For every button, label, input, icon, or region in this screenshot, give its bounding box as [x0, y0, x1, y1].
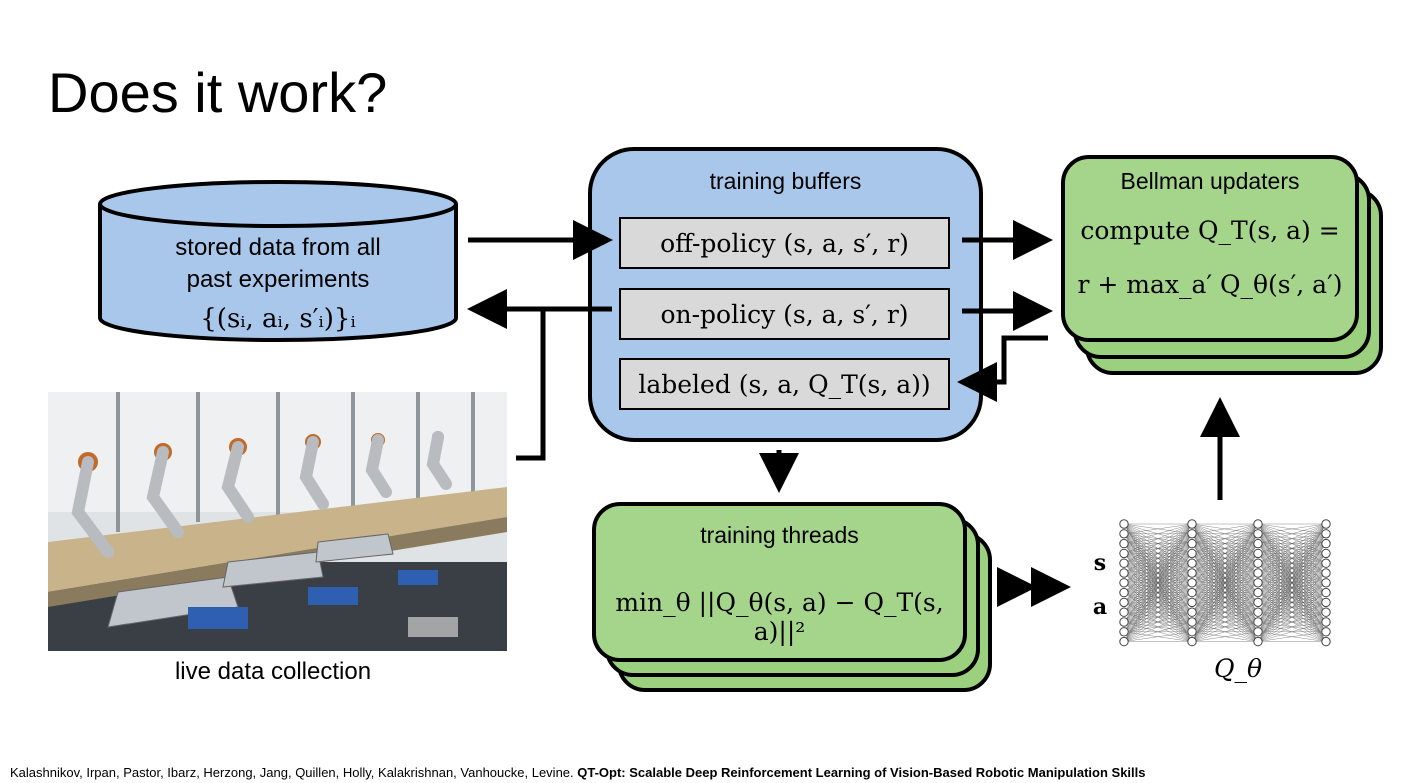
storage-label-line1: stored data from all [175, 234, 381, 261]
network-node [1119, 607, 1129, 617]
network-node [1253, 636, 1263, 647]
network-node [1321, 607, 1331, 617]
bellman-title: Bellman updaters [1120, 168, 1300, 194]
network-node [1253, 538, 1263, 549]
network-node [1321, 568, 1331, 578]
network-node [1119, 519, 1129, 529]
network-node [1187, 568, 1197, 578]
network-node [1253, 627, 1263, 637]
network-node [1253, 548, 1263, 559]
network-node [1253, 597, 1263, 608]
network-node [1187, 529, 1197, 539]
network-node [1253, 578, 1263, 588]
network-node [1119, 627, 1129, 637]
photo-caption: live data collection [174, 658, 372, 685]
network-label: Q_θ [1213, 654, 1263, 683]
network-node [1119, 558, 1129, 568]
network-node [1187, 558, 1197, 568]
network-node [1187, 627, 1197, 637]
network-node [1187, 519, 1197, 529]
q-network-diagram [1119, 519, 1331, 647]
network-node [1119, 587, 1129, 598]
bellman-equation-line2: r + max_a′ Q_θ(s′, a′) [1077, 270, 1343, 299]
bellman-updaters-box [1061, 155, 1359, 342]
network-node [1321, 538, 1331, 549]
network-node [1187, 587, 1197, 598]
network-node [1119, 529, 1129, 539]
network-node [1119, 636, 1129, 647]
buffer-labeled: labeled (s, a, Q_T(s, a)) [619, 358, 950, 410]
network-node [1321, 636, 1331, 647]
network-node [1187, 636, 1197, 647]
network-node [1253, 617, 1263, 627]
training-buffers-title: training buffers [709, 168, 862, 194]
network-node [1187, 548, 1197, 559]
network-node [1119, 617, 1129, 627]
network-node [1119, 578, 1129, 588]
network-node [1253, 558, 1263, 568]
network-node [1119, 548, 1129, 559]
network-node [1253, 568, 1263, 578]
training-threads-box [592, 502, 967, 662]
network-node [1321, 617, 1331, 627]
network-node [1187, 578, 1197, 588]
buffer-off-policy: off-policy (s, a, s′, r) [619, 217, 950, 269]
training-threads-formula: min_θ ||Q_θ(s, a) − Q_T(s, a)||² [615, 588, 944, 646]
network-node [1187, 597, 1197, 608]
network-node [1321, 578, 1331, 588]
network-node [1187, 617, 1197, 627]
network-node [1187, 538, 1197, 549]
arrow-bellman-to-labeled [957, 335, 1048, 402]
network-node [1119, 568, 1129, 578]
network-input-a: a [1092, 594, 1108, 620]
robot-lab-photo [48, 392, 507, 651]
robot-lab-illustration [48, 392, 507, 651]
network-input-s: s [1093, 550, 1107, 576]
network-node [1253, 519, 1263, 529]
training-threads-title: training threads [700, 522, 859, 548]
network-node [1321, 627, 1331, 637]
bellman-equation-line1: compute Q_T(s, a) = [1080, 216, 1340, 245]
storage-label-line2: past experiments [186, 266, 370, 293]
network-node [1187, 607, 1197, 617]
network-node [1253, 607, 1263, 617]
storage-math: {(sᵢ, aᵢ, s′ᵢ)}ᵢ [200, 304, 356, 334]
network-node [1253, 529, 1263, 539]
network-node [1321, 587, 1331, 598]
storage-cylinder [98, 180, 458, 342]
network-node [1119, 597, 1129, 608]
network-node [1321, 597, 1331, 608]
network-node [1321, 529, 1331, 539]
network-node [1253, 587, 1263, 598]
citation-authors: Kalashnikov, Irpan, Pastor, Ibarz, Herzo… [10, 765, 574, 780]
network-node [1321, 548, 1331, 559]
citation-paper-title: QT-Opt: Scalable Deep Reinforcement Lear… [577, 765, 1146, 780]
line-live-data [516, 309, 546, 461]
network-node [1119, 538, 1129, 549]
network-node [1321, 519, 1331, 529]
citation-footer: Kalashnikov, Irpan, Pastor, Ibarz, Herzo… [10, 765, 1146, 780]
network-node [1321, 558, 1331, 568]
buffer-on-policy: on-policy (s, a, s′, r) [619, 288, 950, 340]
slide-title: Does it work? [48, 61, 388, 124]
